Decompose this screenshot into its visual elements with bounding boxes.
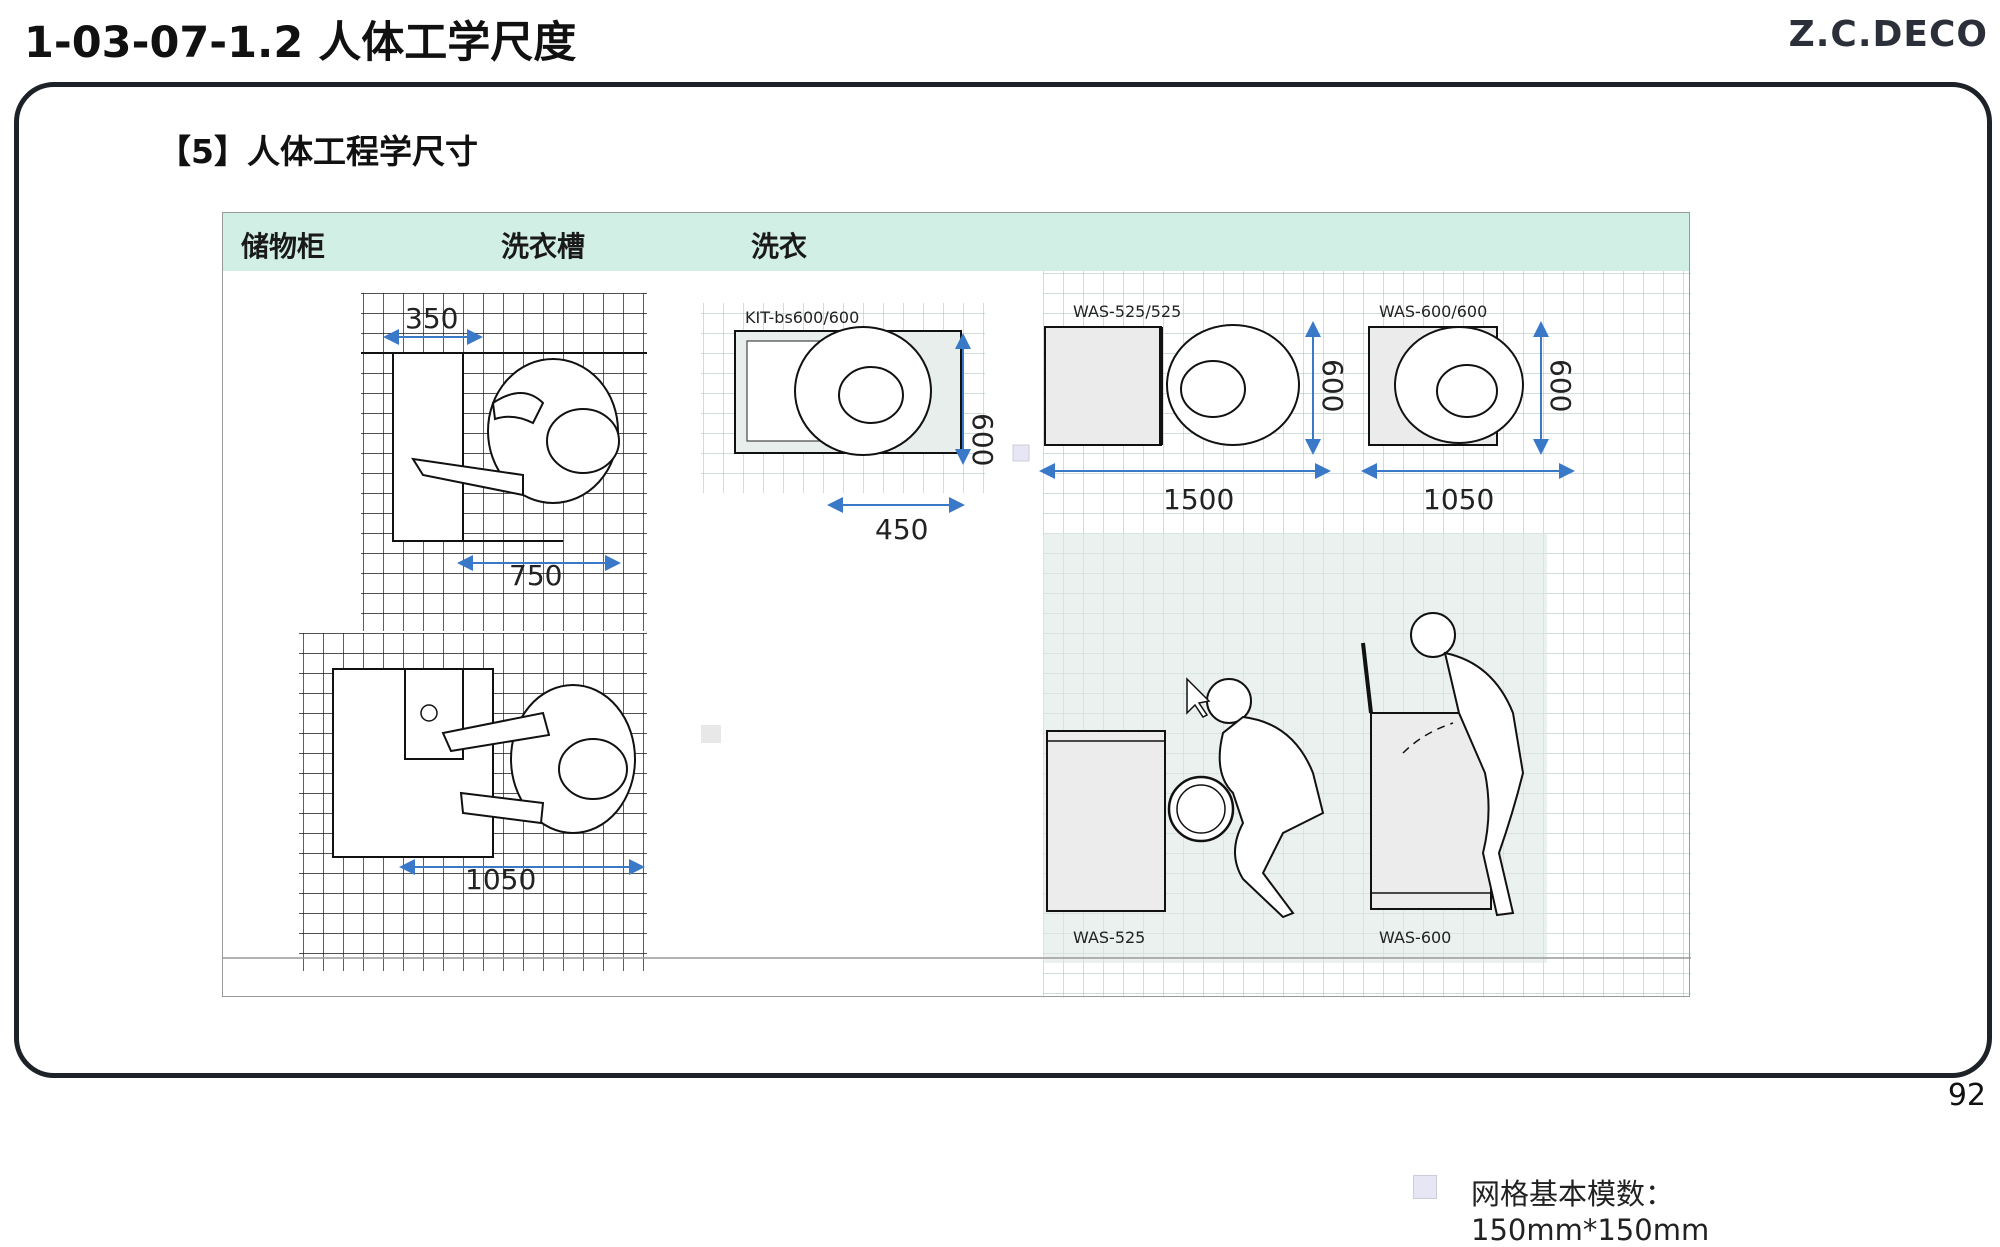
person-bending-icon [1410,612,1525,917]
panel-header: 储物柜 洗衣槽 洗衣 [223,213,1689,271]
column-label-laundry: 洗衣 [751,230,808,263]
column-label-sink: 洗衣槽 [501,230,586,263]
legend-swatch [1413,1175,1437,1199]
dimension-1500: 1500 [1163,483,1234,516]
brand-logo: Z.C.DECO [1788,14,1988,55]
diagrams-canvas: 350 750 1050 [223,271,1691,998]
sink-model-tag: KIT-bs600/600 [745,308,859,327]
person-top-view-icon [794,326,932,456]
dimension-450: 450 [875,513,928,546]
marker-square [701,725,721,743]
washer-600-plan-tag: WAS-600/600 [1379,302,1487,321]
dimension-600-washer-525: 600 [1316,359,1349,412]
sink-plan: KIT-bs600/600 600 450 [701,303,1030,743]
washer-525-elevation-tag: WAS-525 [1073,928,1145,947]
page-number: 92 [1947,1078,1986,1113]
washer-600-elevation-tag: WAS-600 [1379,928,1451,947]
storage-plan-top: 350 750 [361,293,647,631]
laundry-area: WAS-525/525 600 1500 WAS-600/600 600 105… [1039,271,1691,998]
person-reaching-icon [411,358,620,504]
dimension-1050-washer: 1050 [1423,483,1494,516]
column-label-storage: 储物柜 [241,230,326,263]
washer-600-plan: WAS-600/600 600 1050 [1361,302,1577,516]
section-title: 【5】人体工程学尺寸 [158,132,478,171]
page-title: 1-03-07-1.2 人体工学尺度 [24,18,577,68]
cursor-icon [1186,677,1211,718]
washer-525-plan: WAS-525/525 600 1500 [1039,302,1349,516]
person-top-view-icon [1166,324,1300,446]
diagram-panel: 储物柜 洗衣槽 洗衣 [222,212,1709,1247]
person-top-view-icon [1394,326,1524,444]
washer-600-elevation: WAS-600 [1361,612,1525,947]
dimension-750: 750 [509,559,562,592]
marker-square [1012,444,1030,462]
grid-legend: 网格基本模数：150mm*150mm [1471,1177,1710,1247]
storage-plan-bottom: 1050 [299,633,647,971]
washer-525-plan-tag: WAS-525/525 [1073,302,1181,321]
dimension-1050-storage: 1050 [465,863,536,896]
dimension-600-sink: 600 [966,413,999,466]
content-frame [14,82,1992,1078]
dimension-600-washer-600: 600 [1544,359,1577,412]
dimension-350: 350 [405,302,458,335]
person-reaching-icon [441,684,636,834]
washer-525-elevation: WAS-525 [1046,677,1325,947]
